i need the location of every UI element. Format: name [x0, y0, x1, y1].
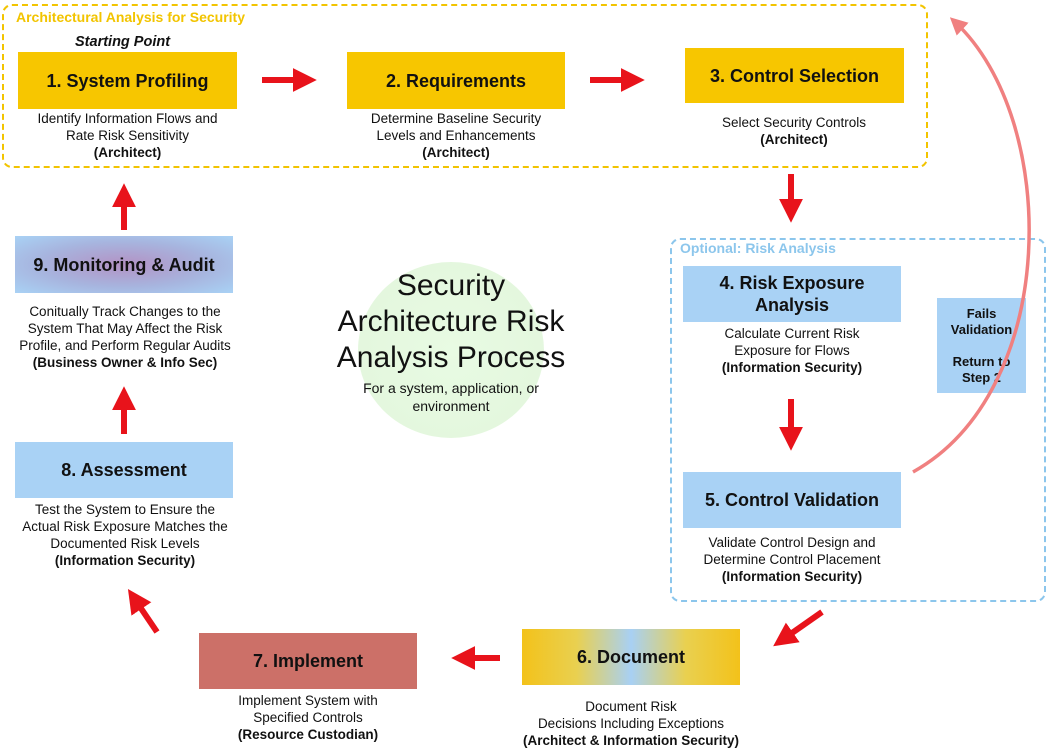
- step-7-description: Implement System with Specified Controls…: [188, 692, 428, 743]
- return-to-step-2-arc: [912, 17, 1031, 474]
- owner-label: (Architect): [422, 145, 490, 160]
- step-8-assessment-box[interactable]: 8. Assessment: [15, 442, 233, 498]
- step-9-monitoring-audit-box[interactable]: 9. Monitoring & Audit: [15, 236, 233, 293]
- architectural-analysis-region: [2, 4, 928, 168]
- step-7-implement-box[interactable]: 7. Implement: [199, 633, 417, 689]
- fails-line: Validation: [950, 322, 1013, 337]
- arrow-5-to-6: [773, 609, 824, 647]
- desc-line: Identify Information Flows and: [37, 111, 218, 126]
- center-subtitle: For a system, application, or environmen…: [330, 379, 572, 415]
- fails-line: Fails: [966, 306, 997, 321]
- arrow-7-to-8: [127, 589, 160, 634]
- owner-label: (Architect): [93, 145, 162, 160]
- owner-label: (Information Security): [721, 360, 863, 375]
- step-5-description: Validate Control Design and Determine Co…: [672, 534, 912, 585]
- owner-label: (Architect): [760, 132, 828, 147]
- desc-line: Test the System to Ensure the: [34, 502, 216, 517]
- fails-line: Step 2: [961, 370, 1001, 385]
- desc-line: Levels and Enhancements: [376, 128, 536, 143]
- step-4-risk-exposure-box[interactable]: 4. Risk Exposure Analysis: [683, 266, 901, 322]
- step-6-document-box[interactable]: 6. Document: [522, 629, 740, 685]
- step-3-control-selection-box[interactable]: 3. Control Selection: [685, 48, 904, 103]
- center-circle: [358, 262, 544, 438]
- architectural-analysis-title: Architectural Analysis for Security: [16, 9, 246, 25]
- desc-line: Actual Risk Exposure Matches the: [22, 519, 228, 534]
- owner-label: (Business Owner & Info Sec): [32, 355, 218, 370]
- center-title-line: Architecture Risk: [337, 305, 565, 338]
- center-subtitle-line: For a system, application, or: [363, 380, 539, 396]
- desc-line: Determine Control Placement: [703, 552, 881, 567]
- desc-line: Exposure for Flows: [734, 343, 850, 358]
- starting-point-label: Starting Point: [75, 34, 171, 50]
- desc-line: Rate Risk Sensitivity: [65, 128, 190, 143]
- step-4-description: Calculate Current Risk Exposure for Flow…: [672, 325, 912, 376]
- desc-line: Validate Control Design and: [708, 535, 876, 550]
- step-6-description: Document Risk Decisions Including Except…: [500, 698, 762, 749]
- optional-risk-analysis-title: Optional: Risk Analysis: [680, 240, 836, 256]
- center-title: Security Architecture Risk Analysis Proc…: [318, 268, 584, 376]
- desc-line: Implement System with: [238, 693, 378, 708]
- box-label-line: 4. Risk Exposure: [719, 273, 865, 293]
- desc-line: Specified Controls: [253, 710, 363, 725]
- owner-label: (Information Security): [721, 569, 863, 584]
- desc-line: Profile, and Perform Regular Audits: [19, 338, 231, 353]
- optional-risk-analysis-region: [670, 238, 1046, 602]
- step-5-control-validation-box[interactable]: 5. Control Validation: [683, 472, 901, 528]
- desc-line: Select Security Controls: [721, 115, 867, 130]
- step-2-requirements-box[interactable]: 2. Requirements: [347, 52, 565, 109]
- desc-line: System That May Affect the Risk: [27, 321, 223, 336]
- owner-label: (Architect & Information Security): [522, 733, 740, 748]
- desc-line: Determine Baseline Security: [370, 111, 542, 126]
- step-1-description: Identify Information Flows and Rate Risk…: [8, 110, 247, 161]
- center-title-line: Analysis Process: [336, 341, 566, 374]
- desc-line: Documented Risk Levels: [50, 536, 200, 551]
- center-subtitle-line: environment: [412, 398, 490, 414]
- step-9-description: Conitually Track Changes to the System T…: [2, 303, 248, 371]
- desc-line: Decisions Including Exceptions: [537, 716, 725, 731]
- fails-line: Return to: [952, 354, 1011, 369]
- step-3-description: Select Security Controls (Architect): [674, 114, 914, 148]
- desc-line: Conitually Track Changes to the: [29, 304, 221, 319]
- step-2-description: Determine Baseline Security Levels and E…: [336, 110, 576, 161]
- owner-label: (Resource Custodian): [237, 727, 379, 742]
- box-label-line: Analysis: [754, 295, 830, 315]
- step-8-description: Test the System to Ensure the Actual Ris…: [2, 501, 248, 569]
- step-1-system-profiling-box[interactable]: 1. System Profiling: [18, 52, 237, 109]
- desc-line: Calculate Current Risk: [724, 326, 860, 341]
- desc-line: Document Risk: [585, 699, 677, 714]
- owner-label: (Information Security): [54, 553, 196, 568]
- center-title-line: Security: [396, 269, 506, 302]
